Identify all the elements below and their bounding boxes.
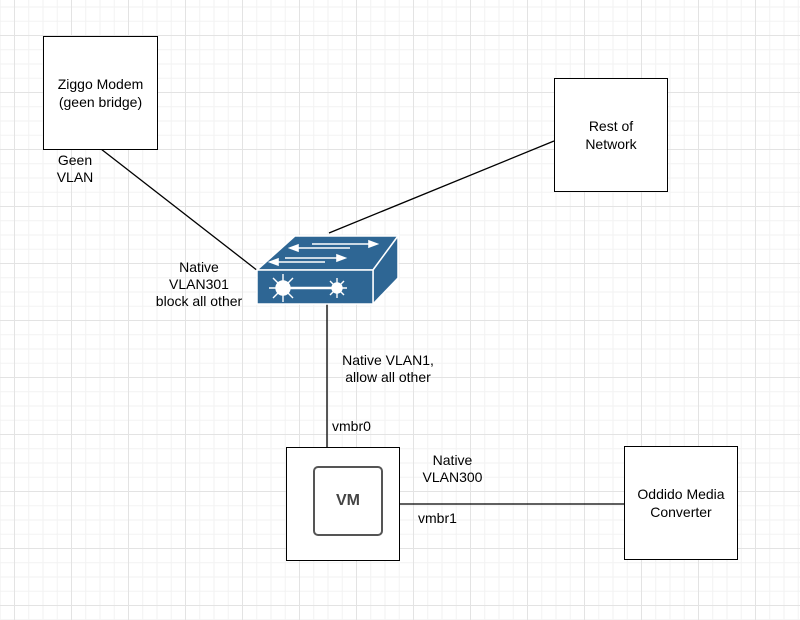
- native-vlan1-label: Native VLAN1, allow all other: [332, 352, 444, 386]
- media-converter-node[interactable]: Oddido Media Converter: [624, 446, 738, 560]
- converter-label-line2: Converter: [650, 504, 712, 520]
- native-vlan301-label: Native VLAN301 block all other: [140, 259, 258, 310]
- rest-of-network-node[interactable]: Rest of Network: [554, 78, 668, 192]
- native-vlan300-label: Native VLAN300: [410, 452, 495, 486]
- geen-vlan-line1: Geen: [57, 152, 93, 168]
- geen-vlan-label: Geen VLAN: [50, 152, 100, 186]
- vm-label: VM: [336, 492, 360, 509]
- vlan1-line1: Native VLAN1,: [342, 352, 434, 368]
- rest-label-line1: Rest of: [588, 118, 634, 134]
- vm-inner-box[interactable]: VM: [313, 466, 383, 536]
- vlan300-line1: Native: [432, 452, 473, 468]
- vlan301-line3: block all other: [155, 293, 243, 309]
- vm-host-node[interactable]: VM: [286, 447, 400, 561]
- vlan301-line1: Native: [179, 259, 219, 275]
- network-switch-icon[interactable]: [255, 234, 401, 306]
- vlan301-line2: VLAN301: [169, 276, 229, 292]
- modem-label-line1: Ziggo Modem: [57, 76, 144, 92]
- modem-label-line2: (geen bridge): [58, 94, 143, 110]
- rest-label-line2: Network: [585, 136, 637, 152]
- geen-vlan-line2: VLAN: [56, 169, 94, 185]
- edge-rest-switch: [328, 140, 555, 234]
- vlan300-line2: VLAN300: [422, 469, 483, 485]
- converter-label-line1: Oddido Media: [637, 486, 725, 502]
- vlan1-line2: allow all other: [345, 369, 431, 385]
- ziggo-modem-node[interactable]: Ziggo Modem (geen bridge): [43, 36, 158, 150]
- vmbr1-label: vmbr1: [418, 510, 457, 526]
- edge-modem-switch: [100, 148, 259, 272]
- vmbr0-label: vmbr0: [332, 418, 371, 434]
